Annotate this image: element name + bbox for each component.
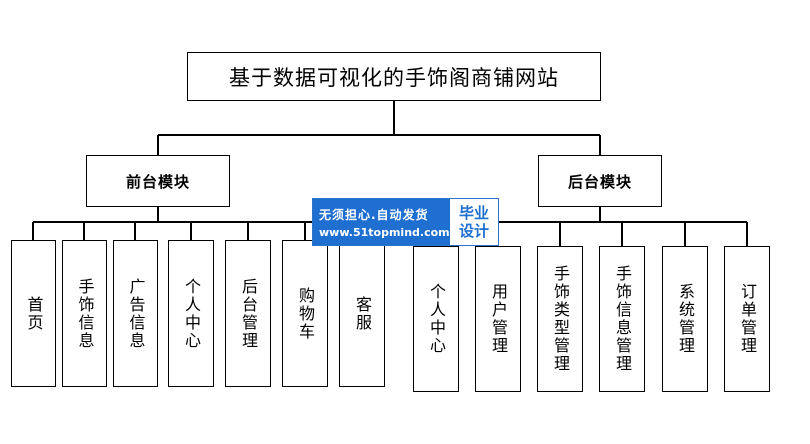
watermark-line1: 无须担心.自动发货 [319, 207, 429, 222]
front-leaf-cart: 购物车 [282, 240, 328, 387]
watermark: 无须担心.自动发货 www.51topmind.com 毕业 设计 [312, 198, 499, 246]
back-leaf-info-mgmt: 手饰信息管理 [599, 246, 645, 392]
leaf-label: 手饰信息 [75, 277, 95, 350]
front-leaf-accessory-info: 手饰信息 [62, 240, 107, 387]
back-leaf-system-mgmt: 系统管理 [662, 246, 708, 392]
leaf-label: 订单管理 [738, 283, 757, 355]
leaf-label: 手饰信息管理 [613, 265, 632, 373]
diagram-title: 基于数据可视化的手饰阁商铺网站 [229, 65, 559, 90]
front-leaf-personal-center: 个人中心 [168, 240, 214, 387]
leaf-label: 系统管理 [676, 283, 695, 355]
leaf-label: 个人中心 [427, 283, 446, 355]
front-leaf-home: 首页 [11, 240, 56, 387]
leaf-label: 购物车 [296, 286, 315, 341]
back-leaf-personal-center: 个人中心 [413, 246, 459, 392]
back-module-label: 后台模块 [567, 172, 632, 191]
front-module-label: 前台模块 [125, 172, 190, 191]
leaf-label: 广告信息 [126, 277, 146, 350]
leaf-label: 手饰类型管理 [551, 265, 570, 373]
back-leaf-type-mgmt: 手饰类型管理 [537, 246, 583, 392]
front-leaf-ad-info: 广告信息 [113, 240, 158, 387]
watermark-badge: 毕业 设计 [450, 199, 498, 245]
leaf-label: 首页 [24, 295, 44, 332]
watermark-banner: 无须担心.自动发货 www.51topmind.com [313, 199, 450, 245]
leaf-label: 用户管理 [489, 283, 508, 355]
leaf-label: 客服 [353, 295, 372, 332]
watermark-line2: www.51topmind.com [319, 225, 450, 239]
watermark-badge-bottom: 设计 [458, 222, 489, 240]
front-leaf-admin: 后台管理 [225, 240, 271, 387]
watermark-badge-top: 毕业 [458, 204, 489, 222]
back-module-box: 后台模块 [538, 155, 662, 207]
back-leaf-order-mgmt: 订单管理 [724, 246, 770, 392]
front-module-box: 前台模块 [86, 155, 230, 207]
front-leaf-support: 客服 [339, 240, 385, 387]
leaf-label: 个人中心 [182, 277, 201, 350]
back-leaf-user-mgmt: 用户管理 [475, 246, 521, 392]
diagram-title-box: 基于数据可视化的手饰阁商铺网站 [187, 52, 601, 101]
leaf-label: 后台管理 [239, 277, 258, 350]
